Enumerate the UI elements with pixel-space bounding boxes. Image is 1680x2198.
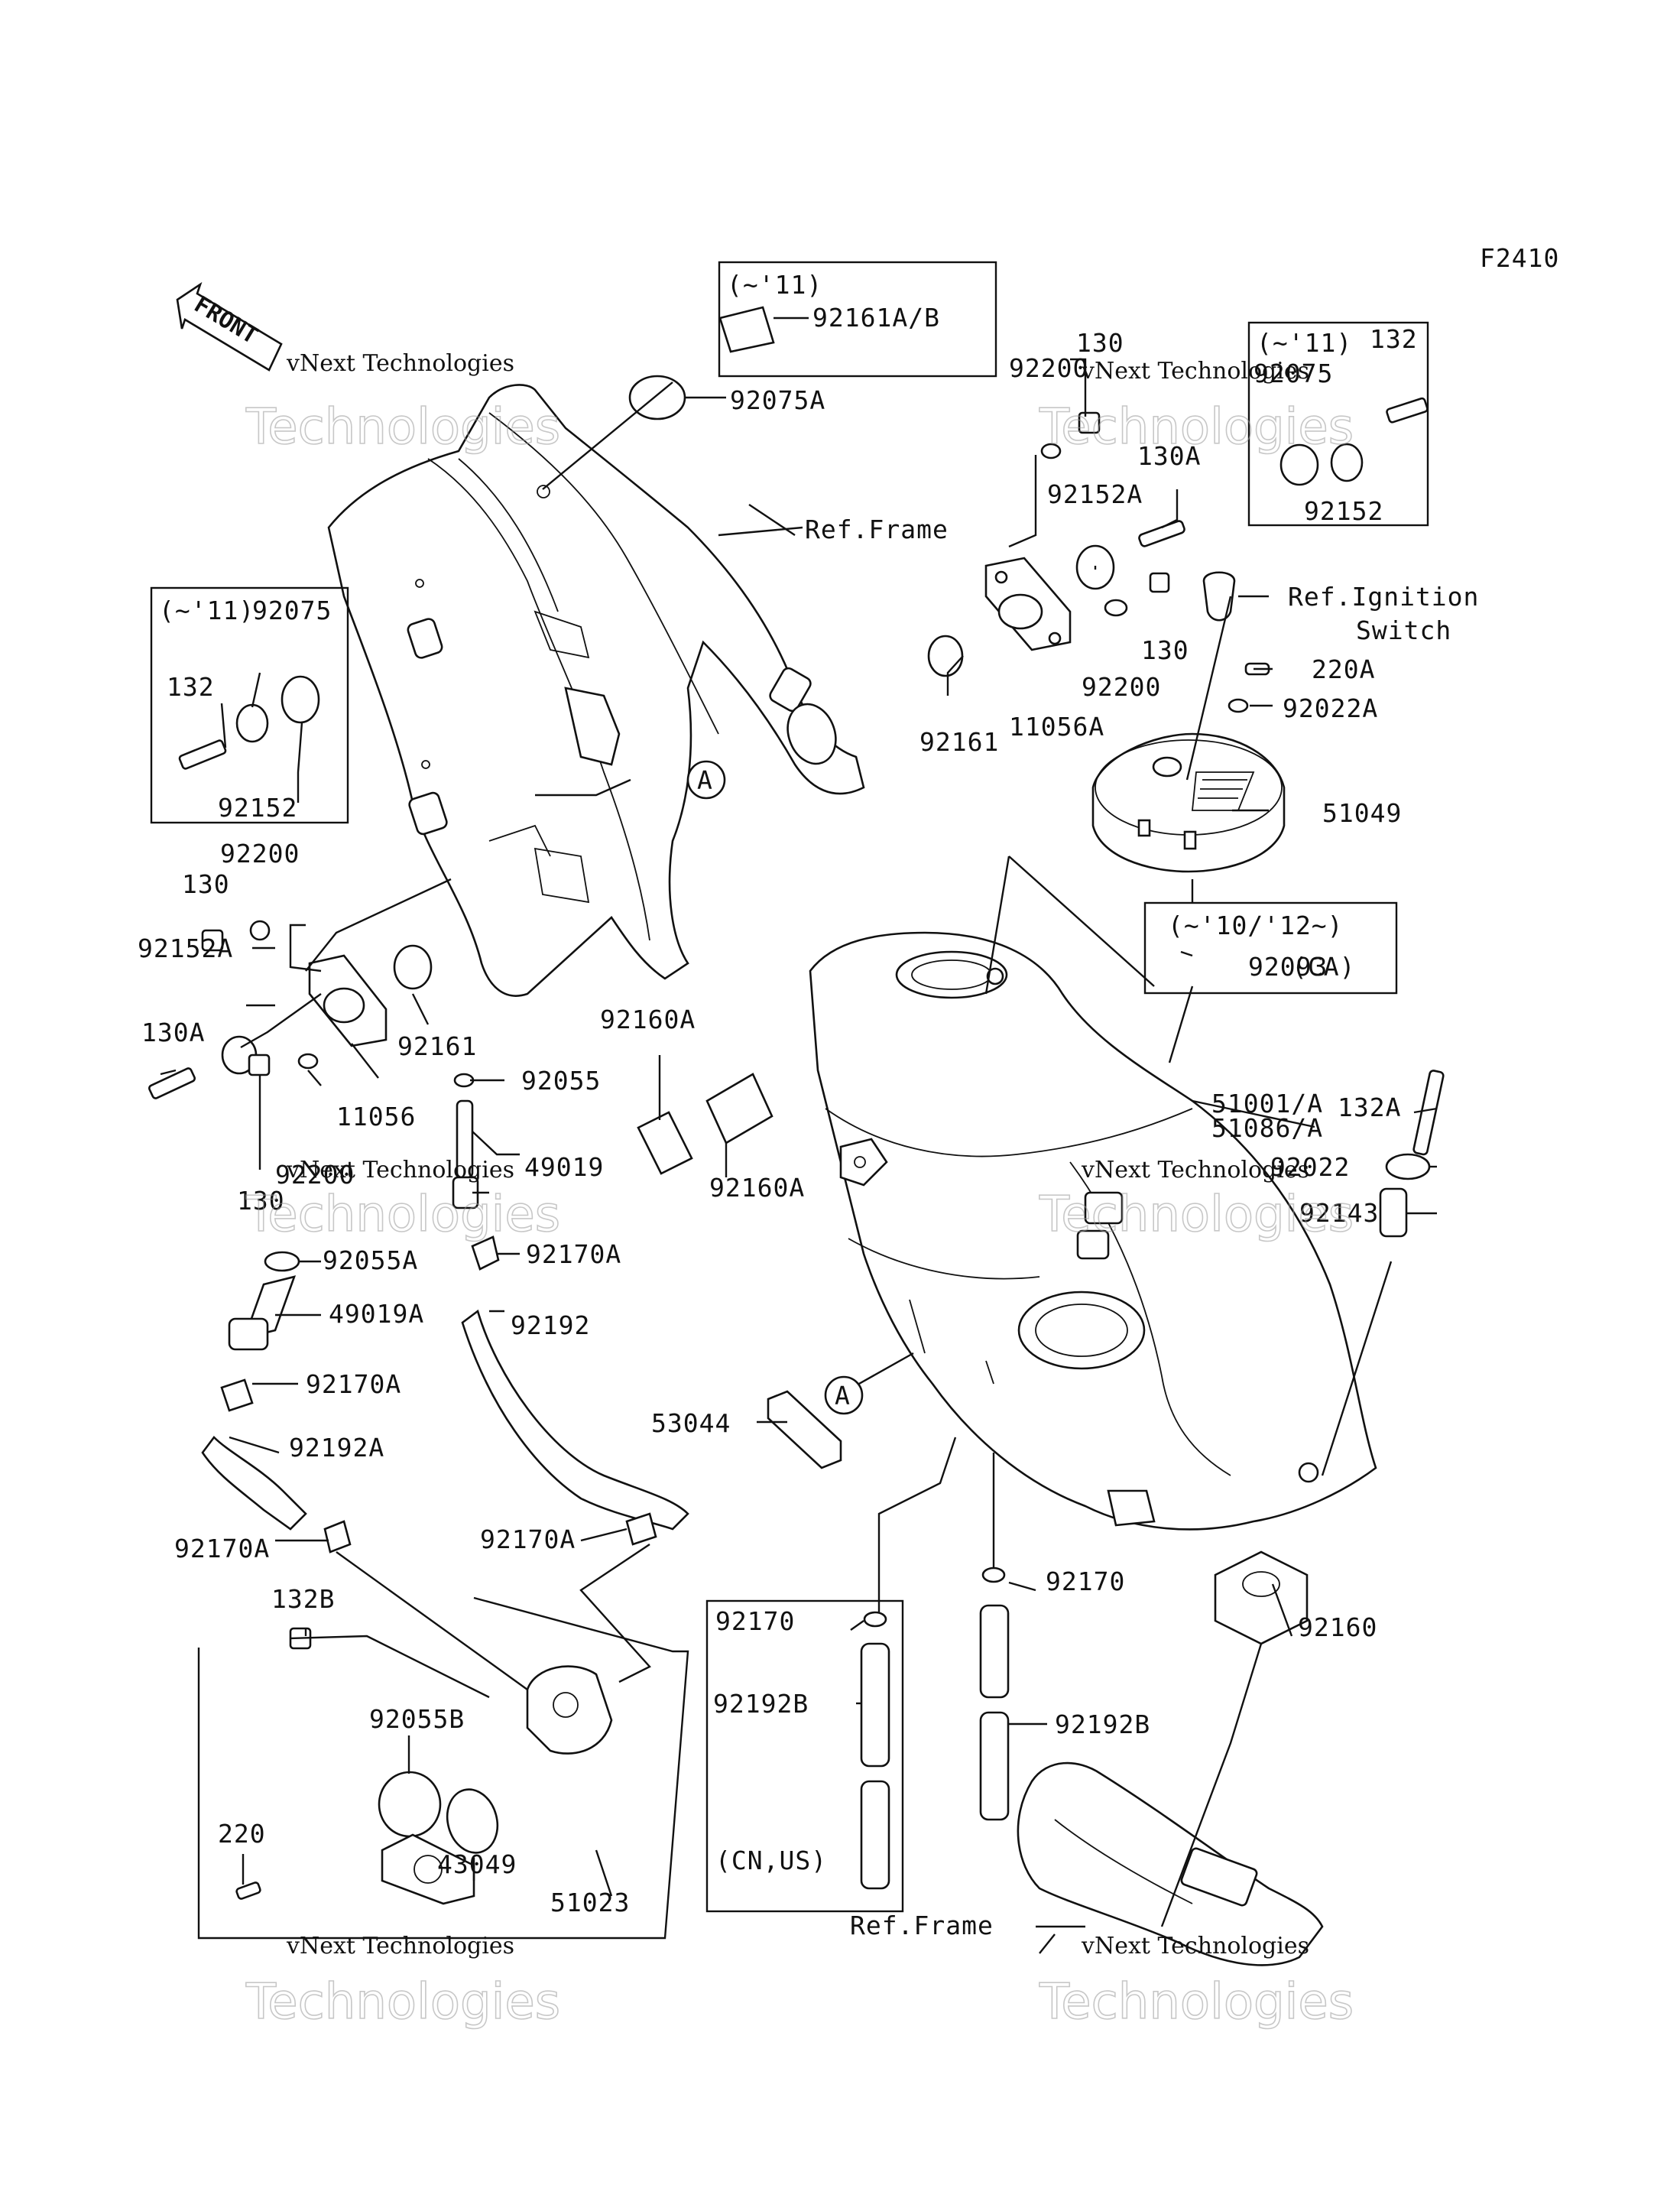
watermark-big-6: Technologies bbox=[1039, 1974, 1354, 2031]
part-92192: 92192 bbox=[511, 1310, 590, 1340]
part-92022A: 92022A bbox=[1283, 693, 1378, 723]
part-92160: 92160 bbox=[1298, 1612, 1377, 1642]
watermark-1: vNext Technologies bbox=[286, 350, 514, 377]
part-220: 220 bbox=[218, 1819, 266, 1849]
part-92170A-4: 92170A bbox=[480, 1524, 576, 1554]
part-130-b: 130 bbox=[1141, 635, 1189, 665]
part-92160A-1: 92160A bbox=[600, 1005, 696, 1034]
part-130-c: 130 bbox=[182, 869, 230, 899]
watermark-2: vNext Technologies bbox=[1081, 358, 1309, 385]
part-92170-1: 92170 bbox=[715, 1606, 795, 1636]
part-92055: 92055 bbox=[521, 1066, 601, 1096]
watermark-big-1: Technologies bbox=[245, 399, 560, 456]
watermark-5: vNext Technologies bbox=[286, 1933, 514, 1959]
callout-a-bottom: A bbox=[824, 1375, 864, 1415]
part-51023: 51023 bbox=[550, 1888, 630, 1917]
part-51086: 51086/A bbox=[1211, 1113, 1323, 1143]
part-49019A: 49019A bbox=[329, 1299, 424, 1329]
box-left-mount bbox=[150, 586, 349, 824]
part-92055A: 92055A bbox=[323, 1245, 418, 1275]
watermark-big-4: Technologies bbox=[1039, 1187, 1354, 1243]
callout-a-top-label: A bbox=[697, 765, 713, 795]
top-cap-variant: (~'11) bbox=[727, 270, 822, 300]
watermark-big-3: Technologies bbox=[245, 1187, 560, 1243]
watermark-3: vNext Technologies bbox=[286, 1157, 514, 1183]
part-132-r: 132 bbox=[1370, 324, 1418, 354]
small-parts bbox=[148, 397, 1445, 1966]
part-51049: 51049 bbox=[1322, 798, 1402, 828]
box-canister bbox=[705, 1599, 904, 1913]
part-132A: 132A bbox=[1338, 1093, 1401, 1122]
part-92170A-2: 92170A bbox=[306, 1369, 401, 1399]
part-92093: 92093 bbox=[1248, 952, 1328, 982]
watermark-big-2: Technologies bbox=[1039, 399, 1354, 456]
part-92200-a: 92200 bbox=[1009, 353, 1088, 383]
figure-code: F2410 bbox=[1480, 243, 1559, 273]
canister-region: (CN,US) bbox=[715, 1846, 827, 1875]
fuel-cap bbox=[1091, 732, 1286, 873]
watermarks: vNext Technologies Technologies vNext Te… bbox=[245, 350, 1354, 2031]
part-labels: 92161A/B 92075A Ref.Frame 92200 130 9207… bbox=[138, 303, 1479, 1940]
grommet-icon bbox=[628, 375, 686, 420]
left-mount-variant: (~'11) bbox=[159, 596, 255, 625]
callout-a-top: A bbox=[686, 760, 726, 800]
part-11056A: 11056A bbox=[1009, 712, 1104, 742]
ref-ignition: Ref.Ignition bbox=[1288, 582, 1479, 612]
part-92022: 92022 bbox=[1270, 1152, 1350, 1182]
watermark-big-5: Technologies bbox=[245, 1974, 560, 2031]
part-92161-l: 92161 bbox=[397, 1031, 477, 1061]
nut-variant: (~'10/'12~) bbox=[1168, 911, 1344, 940]
part-130-a: 130 bbox=[1076, 328, 1124, 358]
part-132B: 132B bbox=[271, 1584, 335, 1614]
ref-frame-top: Ref.Frame bbox=[805, 515, 949, 544]
part-92200-b: 92200 bbox=[1082, 672, 1161, 702]
part-130A-r: 130A bbox=[1137, 441, 1201, 471]
part-130-d: 130 bbox=[237, 1186, 285, 1216]
part-92192A: 92192A bbox=[289, 1433, 384, 1463]
part-49019: 49019 bbox=[524, 1152, 604, 1182]
nut-region: (CA) bbox=[1292, 952, 1355, 982]
part-53044: 53044 bbox=[651, 1408, 731, 1438]
front-arrow-icon: FRONT bbox=[176, 281, 283, 372]
right-mount-variant: (~'11) bbox=[1257, 328, 1352, 358]
watermark-4: vNext Technologies bbox=[1081, 1157, 1309, 1183]
part-132-l: 132 bbox=[167, 672, 215, 702]
part-92200-c: 92200 bbox=[220, 839, 300, 868]
part-11056: 11056 bbox=[336, 1102, 416, 1131]
watermark-6: vNext Technologies bbox=[1081, 1933, 1309, 1959]
part-92075-l: 92075 bbox=[252, 596, 332, 625]
part-92075A: 92075A bbox=[730, 385, 825, 415]
part-92170-2: 92170 bbox=[1046, 1567, 1125, 1596]
box-right-mount bbox=[1247, 321, 1429, 527]
box-top-cap bbox=[718, 261, 997, 378]
part-92055B: 92055B bbox=[369, 1704, 465, 1734]
part-130A-l: 130A bbox=[141, 1018, 205, 1047]
part-92143: 92143 bbox=[1299, 1198, 1379, 1228]
part-92200-d: 92200 bbox=[275, 1160, 355, 1190]
part-92170A-3: 92170A bbox=[174, 1534, 270, 1563]
part-92192B-2: 92192B bbox=[1055, 1709, 1150, 1739]
callout-a-bottom-label: A bbox=[835, 1381, 851, 1411]
part-92170A-1: 92170A bbox=[526, 1239, 621, 1269]
part-92075-r: 92075 bbox=[1254, 359, 1333, 388]
box-nut bbox=[1143, 901, 1398, 995]
part-43049: 43049 bbox=[437, 1849, 517, 1879]
leader-lines bbox=[160, 317, 1438, 1954]
part-92152-r: 92152 bbox=[1304, 496, 1383, 526]
frame-top bbox=[327, 384, 865, 997]
part-51001: 51001/A bbox=[1211, 1089, 1323, 1118]
ref-frame-bottom: Ref.Frame bbox=[850, 1911, 994, 1940]
part-92152A-r: 92152A bbox=[1047, 479, 1143, 509]
part-92192B-1: 92192B bbox=[713, 1689, 809, 1719]
ref-ignition-switch: Switch bbox=[1356, 615, 1451, 645]
fuel-tank bbox=[809, 931, 1377, 1531]
cap-part-icon bbox=[718, 306, 775, 353]
part-92161-r: 92161 bbox=[919, 727, 999, 757]
part-92160A-2: 92160A bbox=[709, 1173, 805, 1203]
part-220A: 220A bbox=[1312, 654, 1375, 684]
part-92152-l: 92152 bbox=[218, 793, 297, 823]
part-92152A-l: 92152A bbox=[138, 933, 233, 963]
part-92161AB: 92161A/B bbox=[812, 303, 940, 333]
